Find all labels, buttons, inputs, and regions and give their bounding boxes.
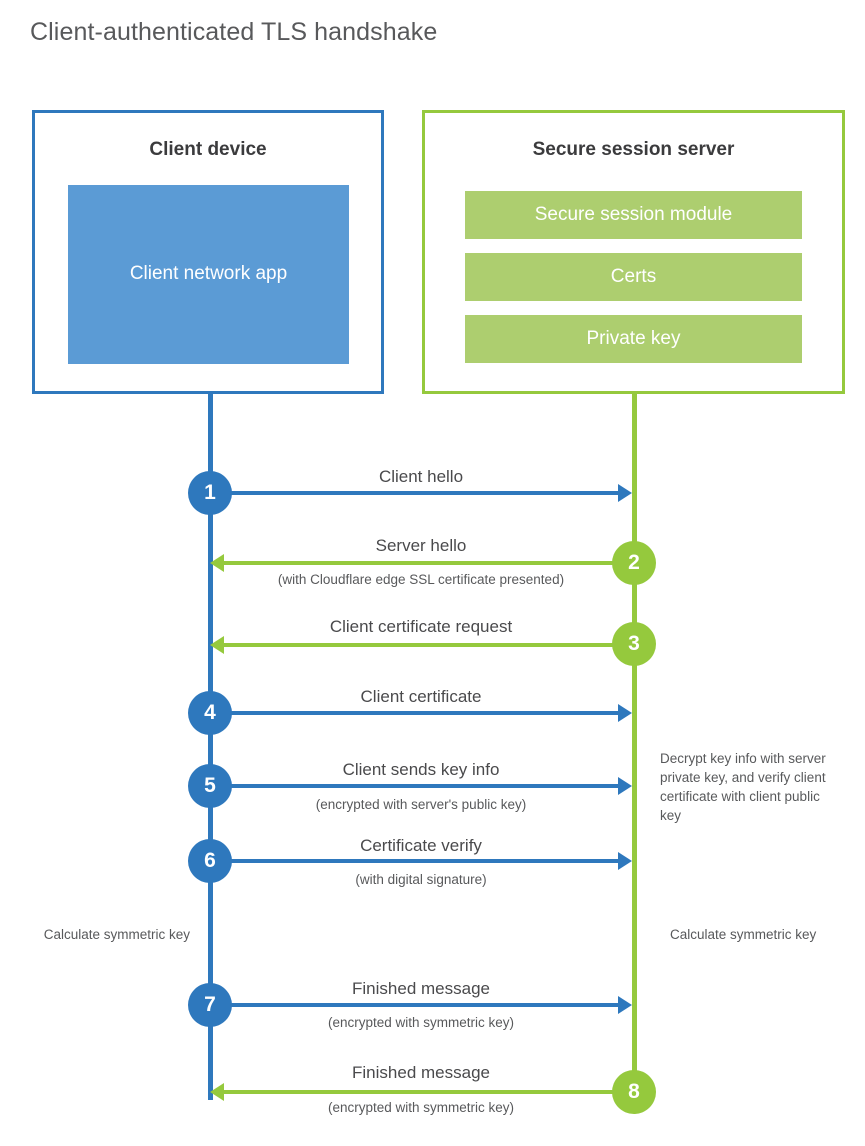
step-5-arrow-head — [618, 777, 632, 795]
step-6-arrow-head — [618, 852, 632, 870]
step-7-label: Finished message — [352, 979, 490, 998]
step-5-label: Client sends key info — [342, 760, 500, 779]
step-2-arrow-line — [224, 561, 634, 565]
step-3-label: Client certificate request — [329, 617, 513, 636]
step-3-arrow-line — [224, 643, 634, 647]
step-2-label: Server hello — [375, 536, 467, 555]
client-calculate-symmetric-key-note: Calculate symmetric key — [43, 927, 190, 942]
step-1-arrow-head — [618, 484, 632, 502]
step-3-badge[interactable]: 3 — [612, 622, 656, 666]
client-lifeline — [208, 393, 213, 1100]
step-8-label: Finished message — [352, 1063, 490, 1082]
step-7-arrow-line — [210, 1003, 618, 1007]
server-decrypt-note: Decrypt key info with server private key… — [660, 751, 826, 824]
step-8-sublabel: (encrypted with symmetric key) — [327, 1100, 515, 1115]
server-calculate-symmetric-key-note: Calculate symmetric key — [670, 927, 817, 942]
step-2-arrow-head — [210, 554, 224, 572]
step-5-badge[interactable]: 5 — [188, 764, 232, 808]
client-network-app-block: Client network app — [68, 185, 349, 364]
step-2-badge[interactable]: 2 — [612, 541, 656, 585]
step-8-arrow-line — [224, 1090, 634, 1094]
step-2-sublabel: (with Cloudflare edge SSL certificate pr… — [277, 572, 565, 587]
step-5-sublabel: (encrypted with server's public key) — [315, 797, 527, 812]
step-4-label: Client certificate — [360, 687, 482, 706]
step-1-label: Client hello — [378, 467, 464, 486]
page-title: Client-authenticated TLS handshake — [30, 18, 438, 46]
step-7-arrow-head — [618, 996, 632, 1014]
step-8-arrow-head — [210, 1083, 224, 1101]
step-6-label: Certificate verify — [360, 836, 482, 855]
secure-session-server-title: Secure session server — [532, 139, 735, 160]
step-6-badge[interactable]: 6 — [188, 839, 232, 883]
step-1-badge[interactable]: 1 — [188, 471, 232, 515]
server-module-private-key: Private key — [465, 315, 802, 363]
step-3-arrow-head — [210, 636, 224, 654]
step-7-sublabel: (encrypted with symmetric key) — [327, 1015, 515, 1030]
step-7-badge[interactable]: 7 — [188, 983, 232, 1027]
secure-session-server-box: Secure session server Secure session mod… — [422, 110, 845, 394]
server-module-certs: Certs — [465, 253, 802, 301]
step-5-arrow-line — [210, 784, 618, 788]
step-6-sublabel: (with digital signature) — [355, 872, 487, 887]
step-4-arrow-line — [210, 711, 618, 715]
client-device-box: Client device Client network app — [32, 110, 384, 394]
step-1-arrow-line — [210, 491, 618, 495]
step-6-arrow-line — [210, 859, 618, 863]
step-4-badge[interactable]: 4 — [188, 691, 232, 735]
step-4-arrow-head — [618, 704, 632, 722]
client-device-title: Client device — [149, 139, 267, 160]
server-lifeline — [632, 393, 637, 1093]
step-8-badge[interactable]: 8 — [612, 1070, 656, 1114]
server-module-secure-session-module: Secure session module — [465, 191, 802, 239]
